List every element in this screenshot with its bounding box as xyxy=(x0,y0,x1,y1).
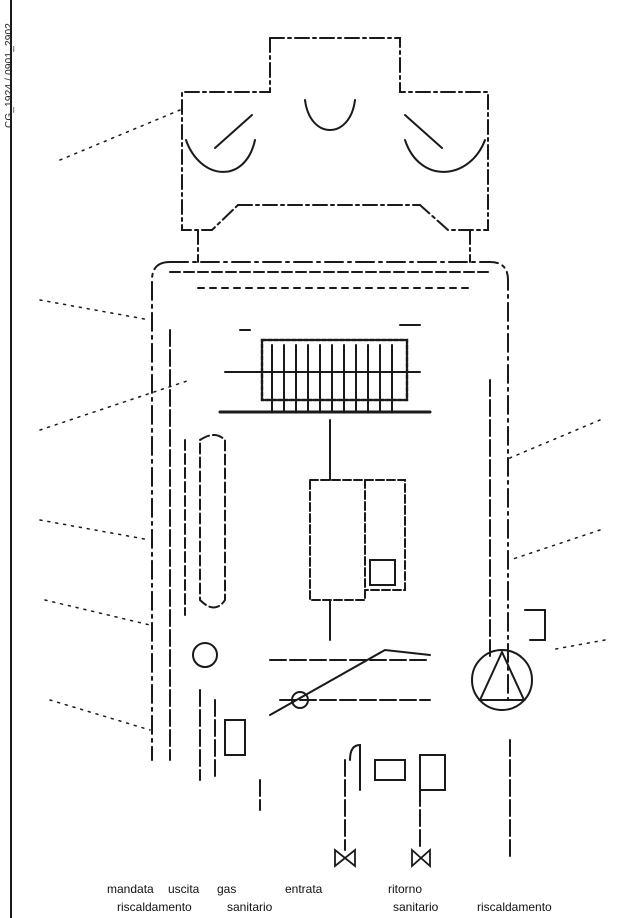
expansion-valve xyxy=(192,642,218,668)
label-gas: gas xyxy=(217,882,237,896)
label-ritorno: ritorno xyxy=(388,882,423,896)
bypass-line xyxy=(269,648,431,716)
circulation-pump xyxy=(471,609,546,711)
label-entrata: entrata xyxy=(285,882,323,896)
heat-exchanger xyxy=(218,324,432,414)
boiler-casing xyxy=(151,261,509,761)
pipes xyxy=(169,329,511,861)
bottom-fittings xyxy=(224,719,446,791)
flow-sensor xyxy=(291,691,309,709)
label-sanitario-right: sanitario xyxy=(393,900,439,914)
flue-curves xyxy=(185,99,486,173)
shutoff-valves xyxy=(334,847,431,869)
label-riscaldamento-left: riscaldamento xyxy=(117,900,192,914)
label-uscita: uscita xyxy=(168,882,200,896)
leader-lines xyxy=(39,109,606,731)
gas-valve-block xyxy=(309,419,406,641)
label-mandata: mandata xyxy=(107,882,154,896)
flue-hood xyxy=(181,37,489,263)
label-sanitario-left: sanitario xyxy=(227,900,273,914)
label-riscaldamento-right: riscaldamento xyxy=(477,900,552,914)
combustion-chamber xyxy=(184,434,226,616)
